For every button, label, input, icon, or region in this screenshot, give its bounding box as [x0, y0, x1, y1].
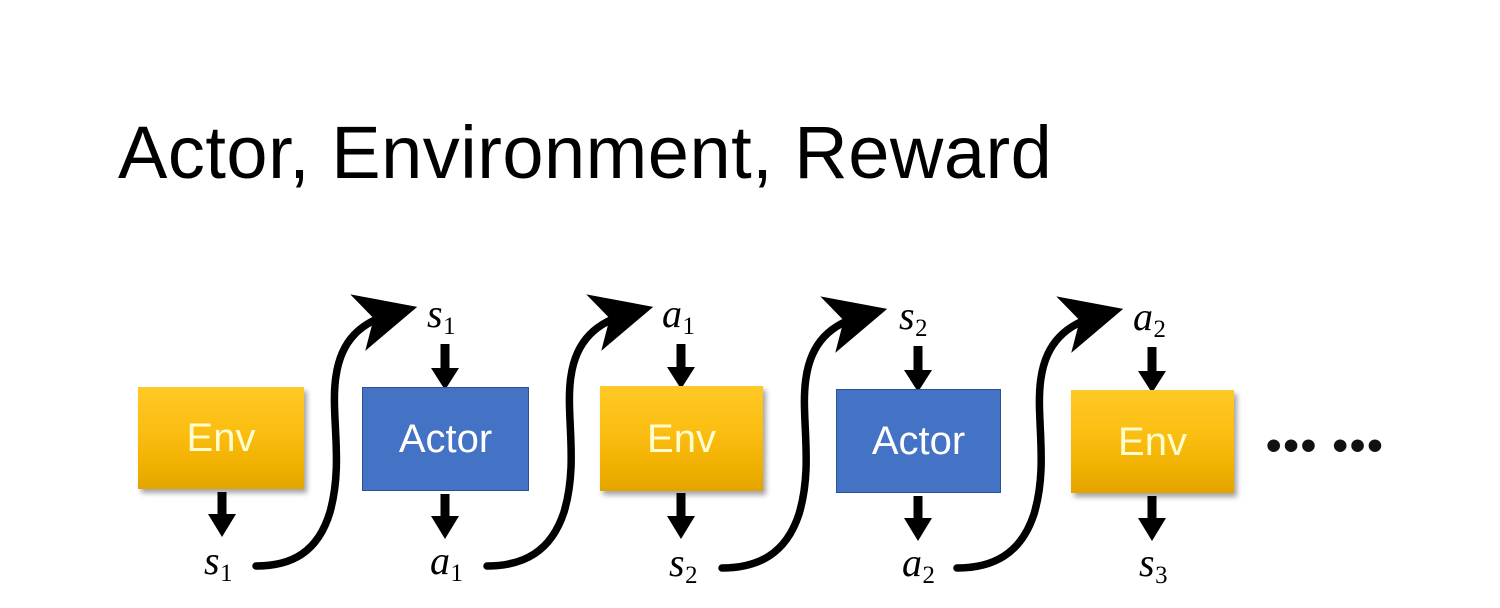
arrow-down-to-env-3 [1138, 347, 1166, 393]
node-label: Actor [398, 417, 493, 461]
signal-label-bottom-s3: s3 [1139, 540, 1168, 590]
node-label: Env [647, 416, 716, 461]
node-label: Env [1118, 419, 1187, 464]
arrow-down-from-actor-1 [431, 494, 459, 539]
signal-label-top-a2: a2 [1133, 294, 1166, 344]
signal-label-top-a1: a1 [662, 291, 695, 341]
arrow-down-from-env-2 [667, 493, 695, 539]
node-label: Actor [871, 419, 966, 463]
signal-label-bottom-s1: s1 [204, 538, 233, 588]
arrow-down-from-env-1 [208, 492, 236, 537]
node-env-2[interactable]: Env [600, 386, 763, 491]
signal-label-bottom-a1: a1 [430, 538, 463, 588]
node-actor-1[interactable]: Actor [362, 387, 529, 491]
signal-label-bottom-a2: a2 [902, 540, 935, 590]
signal-label-top-s2: s2 [899, 293, 928, 343]
node-label: Env [186, 416, 256, 460]
arrow-down-to-actor-1 [431, 344, 459, 390]
node-actor-2[interactable]: Actor [836, 389, 1001, 493]
page-title: Actor, Environment, Reward [118, 111, 1053, 194]
arrow-down-to-env-2 [667, 344, 695, 389]
arrow-down-from-actor-2 [904, 496, 932, 541]
node-env-1[interactable]: Env [138, 387, 304, 489]
arrow-down-from-env-3 [1138, 496, 1166, 541]
signal-label-bottom-s2: s2 [669, 540, 698, 590]
node-env-3[interactable]: Env [1071, 390, 1234, 493]
signal-label-top-s1: s1 [427, 291, 456, 341]
continuation-ellipsis: ••• ••• [1266, 421, 1385, 470]
arrow-down-to-actor-2 [904, 346, 932, 392]
